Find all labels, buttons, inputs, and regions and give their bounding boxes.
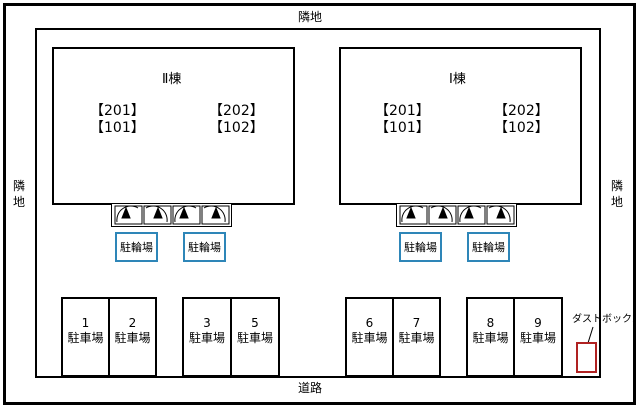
building-1-room-101: 【101】 [375, 120, 430, 136]
building-2-name: Ⅱ棟 [162, 72, 182, 87]
building-2-room-101: 【101】 [90, 120, 145, 136]
parking-space-number: 2 [128, 316, 137, 330]
site-boundary [3, 3, 636, 405]
parking-space-number: 1 [81, 316, 90, 330]
parking-space-2: 2 駐車場 [108, 297, 157, 377]
parking-space-7: 7 駐車場 [392, 297, 441, 377]
parking-space-label: 駐車場 [67, 331, 104, 345]
parking-space-6: 6 駐車場 [345, 297, 394, 377]
parking-space-label: 駐車場 [472, 331, 509, 345]
parking-space-number: 5 [251, 316, 259, 330]
parking-space-label: 駐車場 [114, 331, 151, 345]
bicycle-parking-2: 駐輪場 [183, 232, 226, 262]
parking-space-label: 駐車場 [188, 331, 225, 345]
parking-space-3: 3 駐車場 [182, 297, 232, 377]
parking-space-label: 駐車場 [236, 331, 273, 345]
building-1-room-102: 【102】 [494, 120, 549, 136]
west-neighbor-label: 隣地 [12, 179, 25, 209]
parking-space-number: 9 [534, 316, 542, 330]
bicycle-parking-4: 駐輪場 [467, 232, 510, 262]
dust-box-leader-line [587, 326, 594, 344]
parking-space-5: 5 駐車場 [230, 297, 280, 377]
building-2-entrance [111, 203, 232, 227]
parking-space-9: 9 駐車場 [513, 297, 563, 377]
parking-space-1: 1 駐車場 [61, 297, 110, 377]
building-1: Ⅰ棟 【201】 【202】 【101】 【102】 [339, 47, 582, 205]
building-1-name: Ⅰ棟 [449, 72, 466, 87]
building-2: Ⅱ棟 【201】 【202】 【101】 【102】 [52, 47, 295, 205]
north-neighbor-label: 隣地 [298, 10, 323, 24]
parking-space-number: 3 [203, 316, 211, 330]
east-neighbor-label: 隣地 [610, 179, 623, 209]
parking-space-label: 駐車場 [398, 331, 435, 345]
bicycle-parking-3: 駐輪場 [399, 232, 442, 262]
building-2-room-201: 【201】 [90, 103, 145, 119]
building-1-room-202: 【202】 [494, 103, 549, 119]
parking-space-label: 駐車場 [351, 331, 388, 345]
dust-box [576, 342, 597, 373]
dust-box-label: ダストボックス [572, 314, 634, 325]
bicycle-parking-1: 駐輪場 [115, 232, 158, 262]
parking-space-8: 8 駐車場 [466, 297, 515, 377]
parking-space-number: 7 [412, 316, 421, 330]
parking-space-number: 8 [486, 316, 495, 330]
building-1-room-201: 【201】 [375, 103, 430, 119]
building-2-room-202: 【202】 [209, 103, 264, 119]
building-2-room-102: 【102】 [209, 120, 264, 136]
building-1-entrance [396, 203, 517, 227]
south-road-label: 道路 [298, 381, 323, 395]
parking-space-label: 駐車場 [519, 331, 556, 345]
door-swing-icons [399, 205, 515, 225]
parking-space-number: 6 [365, 316, 374, 330]
door-swing-icons [114, 205, 230, 225]
